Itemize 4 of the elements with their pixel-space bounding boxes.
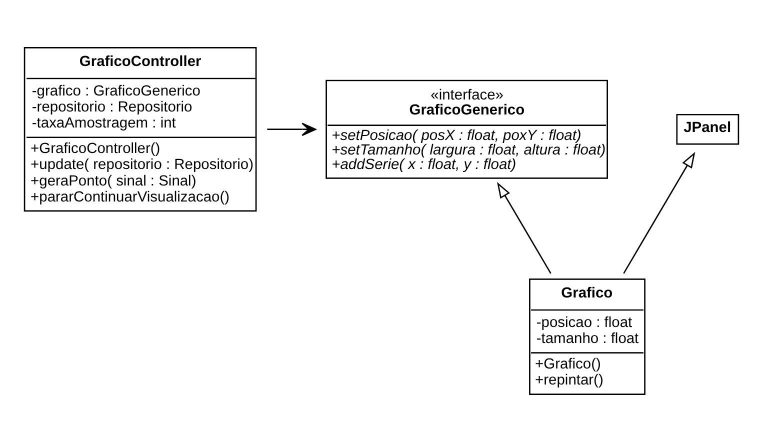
- arrow: [623, 151, 696, 274]
- arrow: [267, 122, 316, 136]
- arrow: [497, 182, 552, 274]
- node-box: JPanel: [676, 113, 740, 144]
